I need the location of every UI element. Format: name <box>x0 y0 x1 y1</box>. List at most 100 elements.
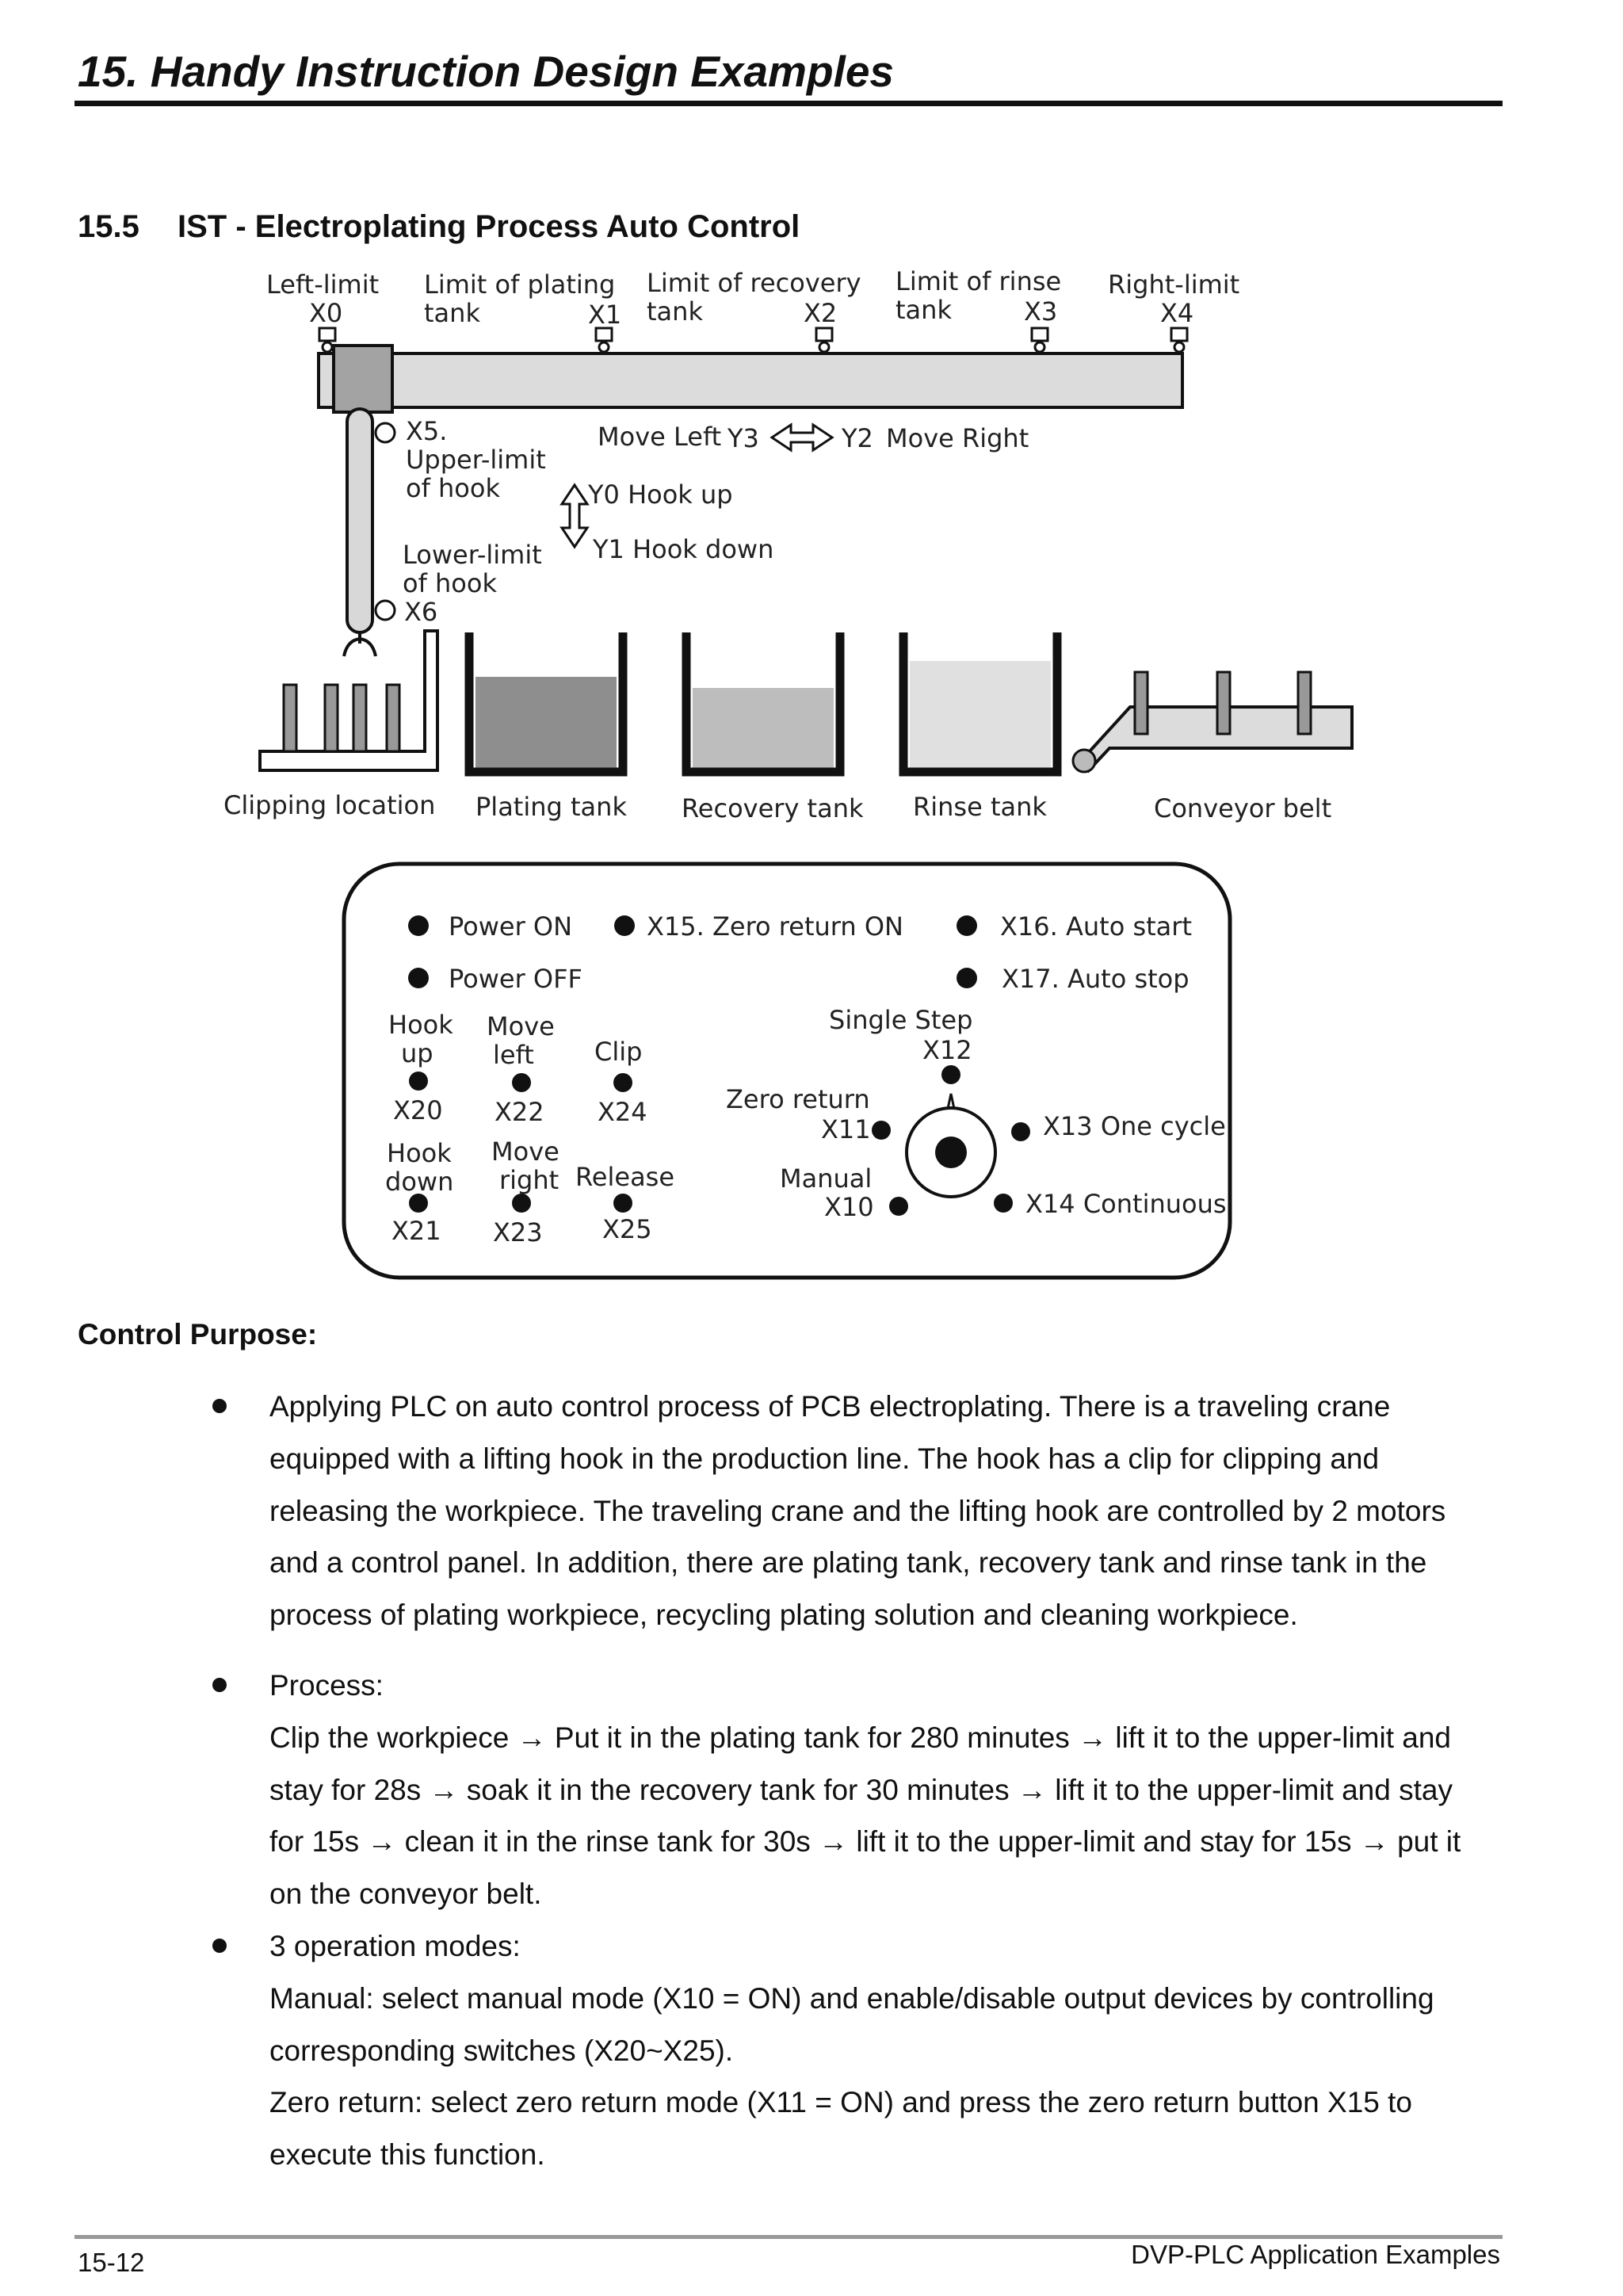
power-on-indicator[interactable] <box>408 915 429 936</box>
label-x5: X5. <box>406 416 447 446</box>
text-line: for 15s → clean it in the rinse tank for… <box>269 1825 1461 1859</box>
hook-up-switch[interactable] <box>409 1072 428 1091</box>
conveyor-belt <box>1071 670 1354 774</box>
move-right-label-2: right <box>499 1165 559 1195</box>
auto-start-button[interactable] <box>957 915 977 936</box>
label-plating-limit: Limit of plating <box>424 269 615 300</box>
label-hook-up: Y0 Hook up <box>587 479 733 510</box>
x10-label: X10 <box>824 1192 874 1222</box>
hook-up-label-2: up <box>401 1038 433 1068</box>
continuous-position[interactable] <box>994 1194 1013 1213</box>
recovery-tank <box>682 632 845 777</box>
label-upper-limit-2: of hook <box>406 473 500 503</box>
upper-limit-sensor <box>374 422 396 444</box>
vertical-move-arrow-icon <box>559 483 590 549</box>
label-left-limit: Left-limit <box>266 269 379 300</box>
section-title: IST - Electroplating Process Auto Contro… <box>178 209 800 244</box>
x24-label: X24 <box>598 1097 647 1127</box>
move-left-label: Move <box>487 1011 555 1041</box>
station-rinse-label: Rinse tank <box>913 792 1047 822</box>
text-line: Manual: select manual mode (X10 = ON) an… <box>269 1981 1434 2015</box>
station-clipping-label: Clipping location <box>223 790 435 820</box>
limit-switch-x3 <box>1030 327 1049 353</box>
label-recovery-limit: Limit of recovery <box>647 268 861 298</box>
label-rinse-limit: Limit of rinse <box>896 266 1061 296</box>
crane-trolley <box>332 344 394 414</box>
zero-return-label: Zero return <box>726 1084 870 1114</box>
label-x4: X4 <box>1160 298 1193 328</box>
power-on-label: Power ON <box>449 911 572 942</box>
zero-return-on-label: X15. Zero return ON <box>647 911 903 942</box>
text-line: and a control panel. In addition, there … <box>269 1546 1427 1580</box>
x12-label: X12 <box>922 1035 972 1065</box>
label-lower-limit-2: of hook <box>403 568 497 598</box>
label-rinse-limit-2: tank <box>896 295 952 325</box>
label-x1: X1 <box>588 300 621 330</box>
zero-return-on-button[interactable] <box>614 915 635 936</box>
move-left-label-2: left <box>493 1040 534 1070</box>
text-line: Clip the workpiece → Put it in the plati… <box>269 1721 1452 1754</box>
zero-return-position[interactable] <box>872 1121 891 1140</box>
single-step-position[interactable] <box>941 1065 960 1084</box>
one-cycle-position[interactable] <box>1011 1122 1030 1141</box>
mode-selector-center <box>935 1137 967 1168</box>
move-right-switch[interactable] <box>512 1194 531 1213</box>
power-off-indicator[interactable] <box>408 968 429 988</box>
label-x0: X0 <box>309 298 342 328</box>
text-line: equipped with a lifting hook in the prod… <box>269 1442 1380 1475</box>
release-label: Release <box>575 1162 674 1192</box>
text-line: execute this function. <box>269 2138 545 2172</box>
station-recovery-label: Recovery tank <box>682 793 864 823</box>
electroplating-diagram: Left-limit X0 Limit of plating tank X1 L… <box>223 266 1354 1280</box>
hook-down-label: Hook <box>387 1138 452 1168</box>
control-panel <box>342 861 1232 1280</box>
label-move-left: Move Left <box>598 422 721 452</box>
manual-label: Manual <box>780 1163 872 1194</box>
horizontal-move-arrow-icon <box>769 422 834 453</box>
text-line: stay for 28s → soak it in the recovery t… <box>269 1773 1453 1806</box>
document-title: DVP-PLC Application Examples <box>1131 2240 1500 2269</box>
plating-tank <box>464 632 628 777</box>
label-plating-limit-2: tank <box>424 298 480 328</box>
lower-limit-sensor <box>374 599 396 621</box>
move-left-switch[interactable] <box>512 1073 531 1092</box>
limit-switch-x4 <box>1170 327 1189 353</box>
one-cycle-label: X13 One cycle <box>1043 1111 1226 1141</box>
purpose-paragraph-2: Process: Clip the workpiece → Put it in … <box>269 1660 1506 1920</box>
text-line: Applying PLC on auto control process of … <box>269 1390 1391 1423</box>
x25-label: X25 <box>602 1214 652 1244</box>
footer-rule <box>74 2235 1503 2239</box>
crane-rail <box>317 352 1184 409</box>
bullet-icon <box>212 1939 227 1953</box>
release-switch[interactable] <box>613 1194 632 1213</box>
text-line: Process: <box>269 1669 384 1702</box>
x11-label: X11 <box>821 1114 871 1144</box>
page-header-title: 15. Handy Instruction Design Examples <box>78 47 895 96</box>
hook-up-label: Hook <box>388 1010 453 1040</box>
purpose-paragraph-3: 3 operation modes: Manual: select manual… <box>269 1920 1506 2181</box>
clip-switch[interactable] <box>613 1073 632 1092</box>
clipping-rack <box>258 629 439 772</box>
auto-stop-label: X17. Auto stop <box>1002 964 1190 994</box>
auto-stop-button[interactable] <box>957 968 977 988</box>
control-purpose-title: Control Purpose: <box>78 1318 318 1350</box>
hook-down-label-2: down <box>385 1167 453 1197</box>
label-move-right: Move Right <box>886 423 1029 453</box>
clip-label: Clip <box>594 1037 642 1067</box>
station-plating-label: Plating tank <box>475 792 627 822</box>
label-lower-limit: Lower-limit <box>403 540 542 570</box>
x20-label: X20 <box>393 1095 443 1125</box>
text-line: releasing the workpiece. The traveling c… <box>269 1494 1446 1527</box>
x21-label: X21 <box>391 1216 441 1246</box>
continuous-label: X14 Continuous <box>1025 1189 1227 1219</box>
x23-label: X23 <box>493 1217 543 1247</box>
label-upper-limit: Upper-limit <box>406 445 546 475</box>
hook-down-switch[interactable] <box>409 1194 428 1213</box>
text-line: process of plating workpiece, recycling … <box>269 1599 1298 1632</box>
limit-switch-x2 <box>815 327 834 353</box>
manual-position[interactable] <box>889 1197 908 1216</box>
x22-label: X22 <box>495 1097 544 1127</box>
label-y2: Y2 <box>841 423 873 453</box>
label-x3: X3 <box>1024 296 1057 327</box>
